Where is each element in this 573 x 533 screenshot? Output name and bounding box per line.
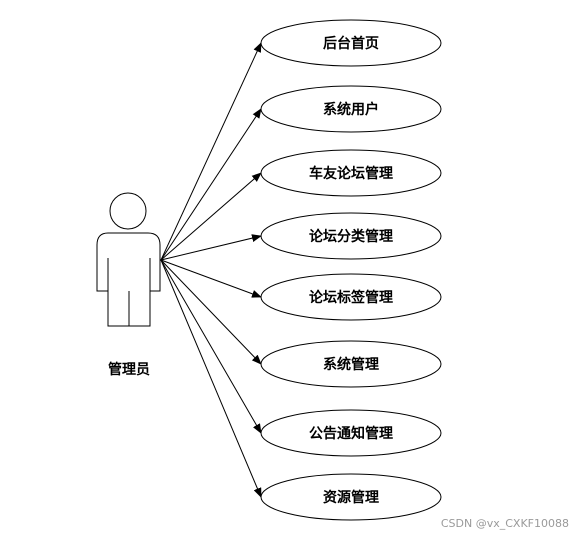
association-arrow bbox=[160, 108, 262, 261]
watermark: CSDN @vx_CXKF10088 bbox=[441, 517, 569, 530]
use-case-ellipse bbox=[260, 212, 442, 260]
use-case: 系统管理 bbox=[260, 340, 442, 388]
use-case-label: 后台首页 bbox=[323, 35, 379, 52]
association-arrows bbox=[160, 42, 262, 498]
association-arrow bbox=[160, 234, 262, 261]
use-case-ellipse bbox=[260, 19, 442, 67]
association-arrow bbox=[160, 259, 262, 434]
use-case-label: 公告通知管理 bbox=[309, 425, 393, 442]
use-case: 论坛标签管理 bbox=[260, 273, 442, 321]
actor-body bbox=[96, 232, 161, 327]
actor-head bbox=[109, 192, 147, 230]
use-case-label: 系统用户 bbox=[323, 101, 379, 118]
use-case: 公告通知管理 bbox=[260, 409, 442, 457]
use-case-ellipse bbox=[260, 340, 442, 388]
use-case: 论坛分类管理 bbox=[260, 212, 442, 260]
association-arrow bbox=[160, 42, 262, 261]
actor-figure bbox=[96, 192, 161, 327]
use-case-ellipse bbox=[260, 85, 442, 133]
use-case-label: 资源管理 bbox=[323, 489, 379, 506]
association-arrow bbox=[160, 172, 262, 261]
use-case-ellipse bbox=[260, 409, 442, 457]
use-case-label: 论坛分类管理 bbox=[309, 228, 393, 245]
use-case-label: 论坛标签管理 bbox=[309, 289, 393, 306]
use-case-label: 车友论坛管理 bbox=[309, 165, 393, 182]
actor-label: 管理员 bbox=[108, 361, 150, 378]
use-case: 资源管理 bbox=[260, 473, 442, 521]
association-arrow bbox=[160, 259, 262, 498]
use-case: 车友论坛管理 bbox=[260, 149, 442, 197]
use-case-ellipse bbox=[260, 273, 442, 321]
use-case-ellipse bbox=[260, 149, 442, 197]
use-case-label: 系统管理 bbox=[323, 356, 379, 373]
use-case: 后台首页 bbox=[260, 19, 442, 67]
use-case-ellipse bbox=[260, 473, 442, 521]
association-arrow bbox=[160, 259, 262, 365]
use-case: 系统用户 bbox=[260, 85, 442, 133]
association-arrow bbox=[160, 259, 262, 298]
